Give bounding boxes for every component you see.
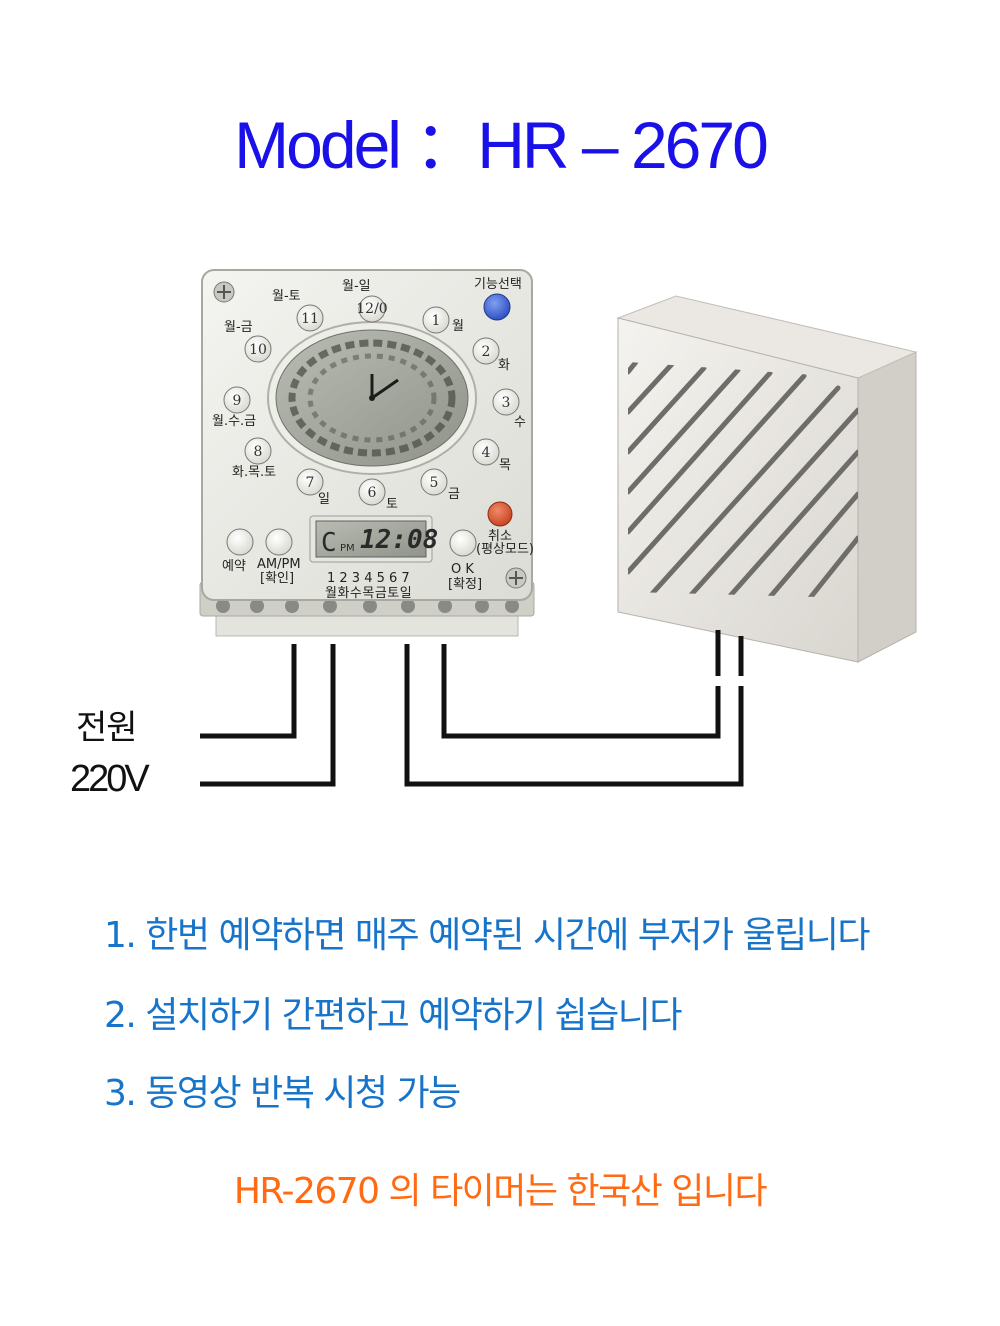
- power-label: 전원: [76, 708, 138, 748]
- button-7-number: 7: [306, 475, 315, 491]
- button-8-label: 화.목.토: [232, 465, 276, 480]
- ampm-button[interactable]: [265, 528, 293, 556]
- feature-item-1: 1. 한번 예약하면 매주 예약된 시간에 부저가 울립니다: [104, 915, 870, 956]
- day-names: 월화수목금토일: [325, 586, 412, 601]
- button-2[interactable]: 2 화: [472, 337, 510, 373]
- button-12-label: 월-일: [342, 279, 371, 294]
- button-6[interactable]: 6 토: [358, 478, 398, 512]
- feature-item-2: 2. 설치하기 간편하고 예약하기 쉽습니다: [104, 995, 683, 1036]
- button-8[interactable]: 8 화.목.토: [232, 437, 276, 480]
- button-5-label: 금: [448, 487, 460, 502]
- button-11-number: 11: [301, 311, 319, 327]
- reserve-button[interactable]: [226, 528, 254, 556]
- button-3-number: 3: [502, 395, 511, 411]
- button-1-number: 1: [432, 313, 441, 329]
- button-3[interactable]: 3 수: [492, 388, 526, 430]
- button-8-number: 8: [254, 444, 263, 460]
- clock-dial-display: [267, 321, 477, 475]
- day-numbers: 1 2 3 4 5 6 7: [327, 571, 410, 586]
- ampm-label: AM/PM: [257, 557, 301, 572]
- button-11[interactable]: 11 월-토: [272, 289, 324, 332]
- button-1-label: 월: [452, 319, 464, 334]
- timer-device: C PM 12:08 1 2 3 4 5 6 7 월화수목금토일 12/0 월-…: [199, 269, 535, 637]
- ok-sublabel: [확정]: [448, 577, 482, 592]
- button-4[interactable]: 4 목: [472, 438, 511, 473]
- svg-text:C: C: [321, 528, 337, 558]
- button-3-label: 수: [514, 415, 526, 430]
- button-10-label: 월-금: [224, 320, 253, 335]
- function-select-label: 기능선택: [474, 277, 522, 292]
- button-5-number: 5: [430, 475, 439, 491]
- button-12-number: 12/0: [356, 301, 387, 317]
- lcd-time: 12:08: [360, 525, 438, 555]
- cancel-label: 취소: [488, 529, 512, 544]
- button-7[interactable]: 7 일: [296, 468, 330, 507]
- digital-time-display: C PM 12:08: [309, 515, 438, 563]
- model-title: Model ：HR – 2670: [234, 108, 769, 182]
- reserve-label: 예약: [222, 559, 246, 574]
- button-9-label: 월.수.금: [212, 414, 256, 429]
- button-5[interactable]: 5 금: [420, 468, 460, 502]
- button-9-number: 9: [233, 393, 242, 409]
- wiring: [200, 630, 744, 787]
- button-6-number: 6: [368, 485, 377, 501]
- button-7-label: 일: [318, 492, 330, 507]
- screw-icon: [505, 567, 527, 589]
- button-4-label: 목: [499, 458, 511, 473]
- product-illustration: C PM 12:08 1 2 3 4 5 6 7 월화수목금토일 12/0 월-…: [199, 269, 918, 787]
- button-11-label: 월-토: [272, 289, 301, 304]
- button-6-label: 토: [386, 497, 398, 512]
- button-12[interactable]: 12/0 월-일: [342, 279, 388, 323]
- button-9[interactable]: 9 월.수.금: [212, 386, 256, 429]
- button-1[interactable]: 1 월: [422, 306, 464, 334]
- ok-label: O K: [451, 562, 474, 577]
- button-2-number: 2: [482, 344, 491, 360]
- lcd-pm-indicator: PM: [340, 543, 355, 554]
- button-10[interactable]: 10 월-금: [224, 320, 272, 363]
- feature-item-3: 3. 동영상 반복 시청 가능: [104, 1073, 461, 1114]
- button-2-label: 화: [498, 358, 510, 373]
- made-in-korea-note: HR-2670 의 타이머는 한국산 입니다: [233, 1171, 768, 1212]
- cancel-sublabel: (평상모드): [476, 542, 534, 557]
- ok-button[interactable]: [449, 529, 477, 557]
- cancel-button[interactable]: [487, 501, 513, 527]
- button-4-number: 4: [482, 445, 491, 461]
- voltage-label: 220V: [70, 758, 150, 800]
- button-10-number: 10: [249, 342, 267, 358]
- screw-icon: [213, 281, 235, 303]
- ampm-sublabel: [확인]: [260, 571, 294, 586]
- function-select-button[interactable]: [483, 293, 511, 321]
- buzzer-speaker: [616, 295, 918, 663]
